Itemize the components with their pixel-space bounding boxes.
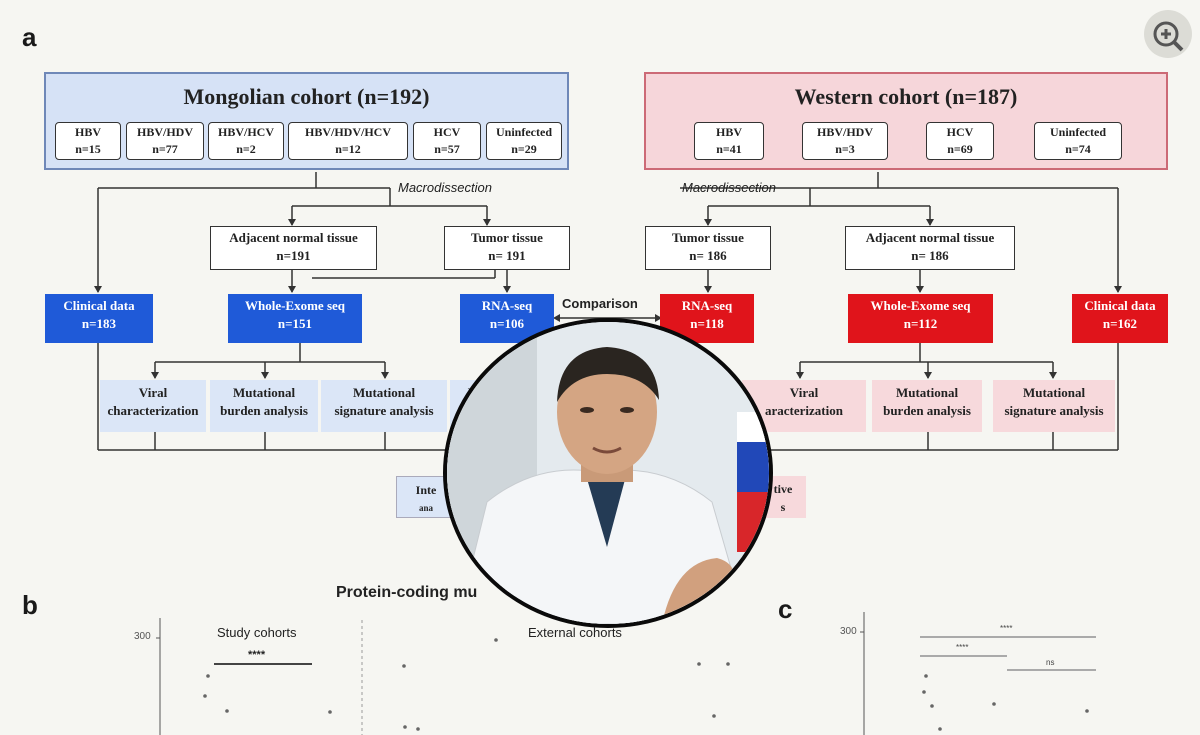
western-cohort-title: Western cohort (n=187)	[794, 84, 1018, 109]
significance-c-1: ****	[1000, 624, 1013, 633]
protein-coding-title: Protein-coding mu	[336, 584, 478, 601]
mn-macrodissection-label: Macrodissection	[398, 180, 492, 195]
panel-c-ytick-300: 300	[840, 626, 857, 637]
external-cohorts-label: External cohorts	[528, 625, 622, 640]
significance-stars-b: ****	[248, 649, 266, 661]
person-photo	[443, 318, 773, 628]
mongolian-cohort-title: Mongolian cohort (n=192)	[183, 84, 430, 109]
scatter-dots	[203, 638, 1089, 731]
panel-b-ytick-300: 300	[134, 631, 151, 642]
panel-label-a: a	[22, 22, 37, 52]
study-cohorts-label: Study cohorts	[217, 625, 297, 640]
w-macrodissection-label: Macrodissection	[682, 180, 776, 195]
significance-c-2: ****	[956, 643, 969, 652]
comparison-label: Comparison	[562, 296, 638, 311]
panel-label-b: b	[22, 590, 38, 620]
zoom-in-icon[interactable]	[1144, 10, 1192, 58]
significance-c-3: ns	[1046, 658, 1055, 667]
panel-label-c: c	[778, 594, 793, 624]
